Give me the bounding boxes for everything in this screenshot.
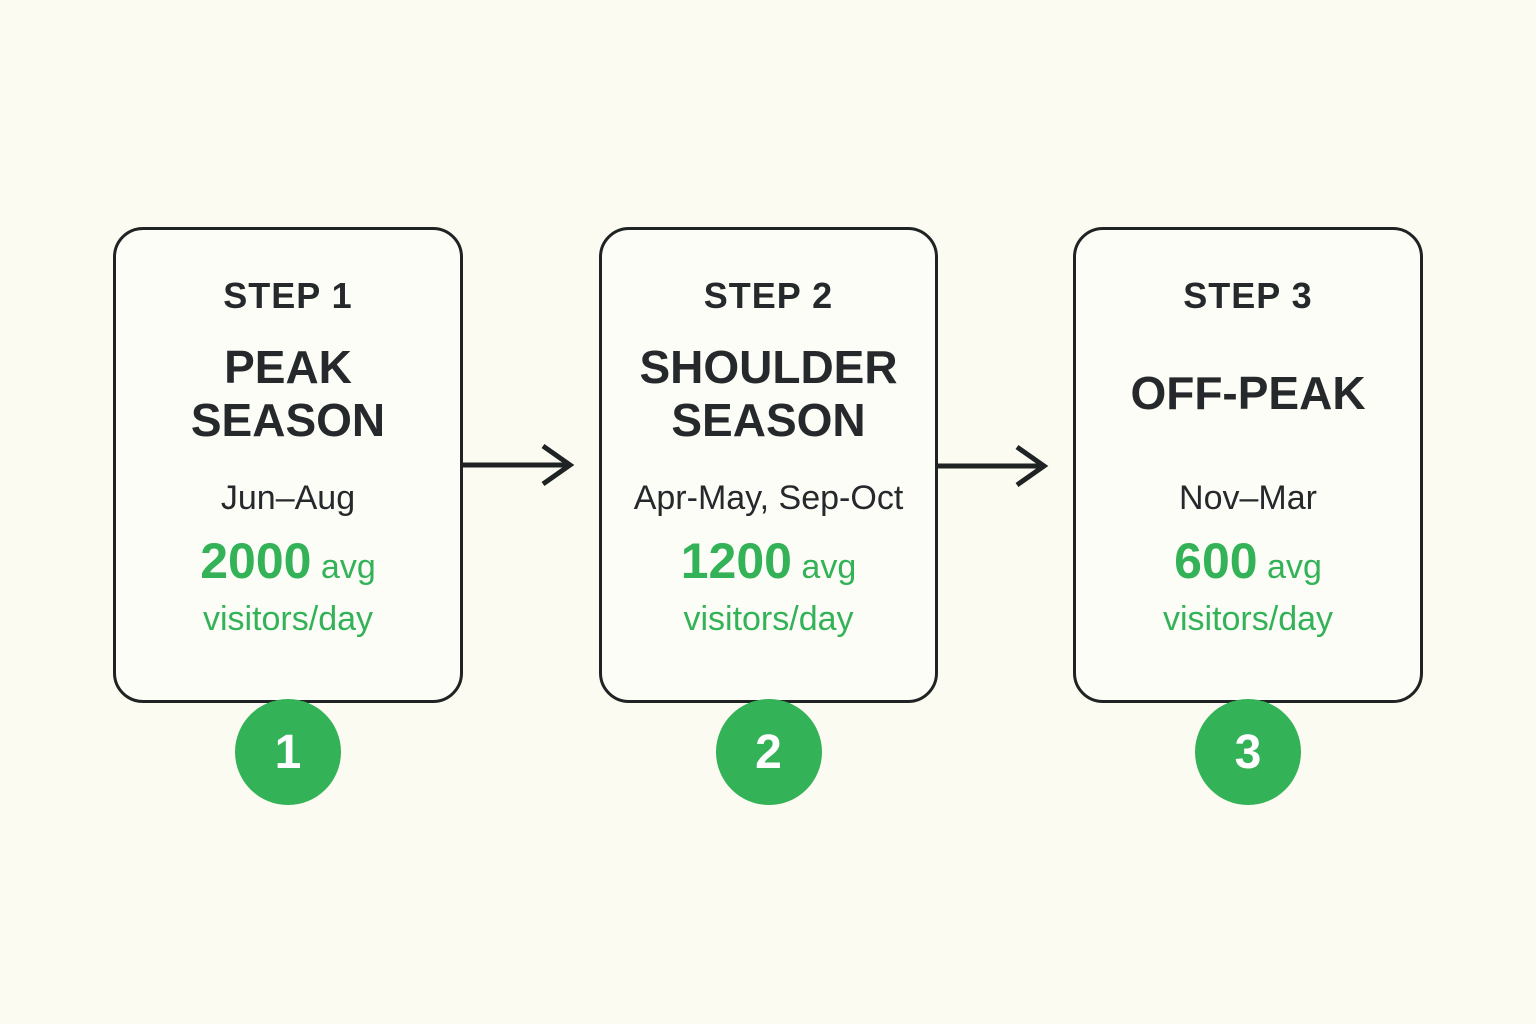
- step-label: STEP 2: [703, 275, 834, 316]
- step-title: PEAK SEASON: [190, 340, 386, 446]
- step-number-badge: 3: [1195, 699, 1301, 805]
- arrow-right-icon: [1015, 444, 1049, 488]
- step-label: STEP 1: [223, 275, 353, 316]
- step-card-2: STEP 2 SHOULDER SEASON Apr-May, Sep-Oct …: [599, 227, 938, 805]
- visitor-count: 1200: [680, 533, 792, 589]
- visitor-unit: avg visitors/day: [683, 548, 857, 638]
- step-card-1: STEP 1 PEAK SEASON Jun–Aug 2000 avg visi…: [113, 227, 463, 805]
- step-period: Jun–Aug: [220, 479, 356, 517]
- visitor-count: 600: [1174, 533, 1258, 589]
- visitor-unit: avg visitors/day: [202, 548, 376, 638]
- arrow-right-icon: [541, 443, 575, 487]
- visitor-stat: 600 avg visitors/day: [1100, 535, 1396, 645]
- visitor-stat: 1200 avg visitors/day: [626, 535, 911, 645]
- visitor-count: 2000: [200, 533, 312, 589]
- step-card-3: STEP 3 OFF-PEAK Nov–Mar 600 avg visitors…: [1073, 227, 1423, 805]
- step-period: Apr-May, Sep-Oct: [633, 479, 904, 517]
- visitor-stat: 2000 avg visitors/day: [140, 535, 436, 645]
- step-title: OFF-PEAK: [1130, 367, 1366, 420]
- step-title: SHOULDER SEASON: [639, 340, 898, 446]
- step-number-badge: 2: [715, 699, 822, 805]
- visitor-unit: avg visitors/day: [1162, 548, 1334, 638]
- step-period: Nov–Mar: [1179, 479, 1317, 517]
- step-label: STEP 3: [1183, 275, 1313, 316]
- step-number-badge: 1: [235, 699, 341, 805]
